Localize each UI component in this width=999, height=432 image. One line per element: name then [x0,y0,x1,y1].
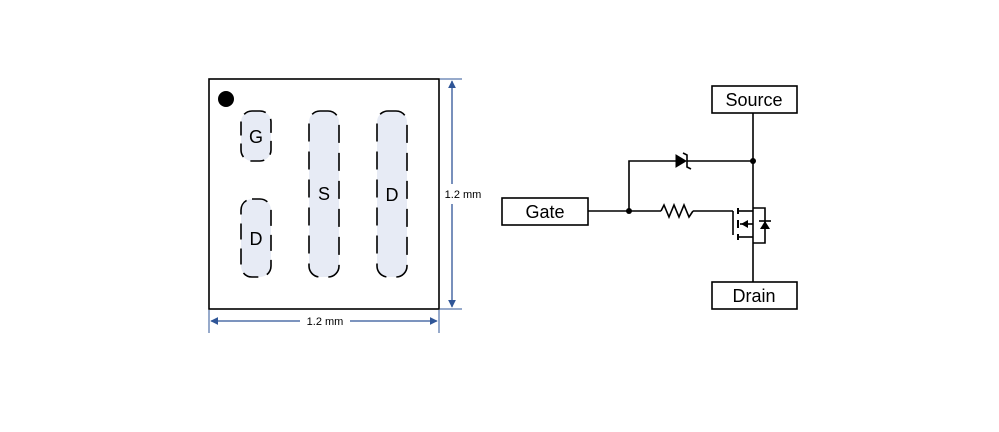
height-dimension: 1.2 mm [440,78,482,310]
package-drawing: G D S D 1.2 mm [208,78,482,333]
height-dimension-label: 1.2 mm [445,189,482,201]
drain-terminal-label: Drain [732,286,775,306]
drain-small-pad: D [240,198,272,278]
gate-pad: G [240,110,272,162]
gate-terminal-label: Gate [525,202,564,222]
pin1-marker-dot [218,91,234,107]
drain-large-pad-label: D [386,185,399,205]
schematic [501,85,798,310]
source-terminal-label: Source [725,90,782,110]
drain-terminal-box [711,281,798,310]
gate-pad-label: G [249,127,263,147]
source-pad-label: S [318,184,330,204]
gate-terminal-box [501,197,589,226]
gate-resistor-symbol [660,202,694,220]
width-dimension-label: 1.2 mm [307,316,344,328]
drain-large-pad: D [376,110,408,278]
drain-small-pad-label: D [250,229,263,249]
width-dimension: 1.2 mm [208,310,440,333]
source-terminal-box [711,85,798,114]
source-pad: S [308,110,340,278]
mosfet-symbol [732,207,771,282]
